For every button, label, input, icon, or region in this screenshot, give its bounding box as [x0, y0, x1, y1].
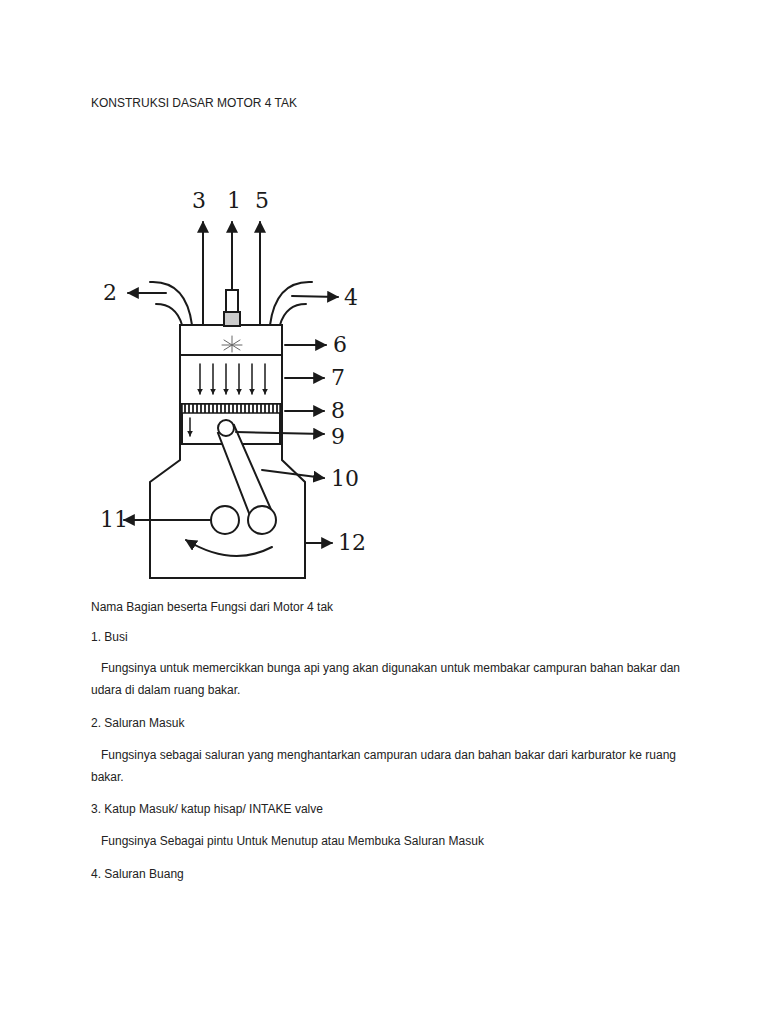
callout-number: 6: [333, 332, 347, 358]
section-heading: 1. Busi: [91, 629, 128, 645]
crankshaft: [211, 506, 239, 534]
exhaust-valve: [259, 222, 261, 325]
section-heading: 3. Katup Masuk/ katup hisap/ INTAKE valv…: [91, 801, 323, 817]
crank-pin: [248, 506, 276, 534]
rotation-arrow: [186, 540, 272, 556]
callout-number: 1: [227, 188, 241, 214]
callout-number: 12: [338, 530, 366, 556]
intake-valve: [202, 222, 204, 325]
callout-number: 4: [344, 285, 358, 311]
piston-rings: [182, 404, 280, 413]
callout-number: 8: [331, 398, 345, 424]
cylinder-wall: [179, 355, 181, 445]
intake-port: [150, 282, 192, 325]
exhaust-port: [270, 282, 312, 325]
crankcase: [150, 445, 305, 578]
section-heading: Nama Bagian beserta Fungsi dari Motor 4 …: [91, 599, 333, 615]
callout-number: 3: [192, 188, 206, 214]
section-heading: 4. Saluran Buang: [91, 866, 184, 882]
description-text: Fungsinya Sebagai pintu Untuk Menutup at…: [91, 830, 683, 852]
callout-number: 5: [255, 188, 269, 214]
piston-pin: [218, 420, 234, 436]
callout-number: 11: [100, 507, 128, 533]
leader-lines: [124, 293, 338, 543]
cylinder-head: [180, 325, 282, 355]
spark-plug: [226, 290, 238, 312]
page-title: KONSTRUKSI DASAR MOTOR 4 TAK: [91, 95, 297, 111]
callout-number: 9: [331, 424, 345, 450]
callout-number: 2: [103, 280, 117, 306]
callout-number: 7: [331, 365, 345, 391]
callout-number: 10: [331, 466, 359, 492]
description-text: Fungsinya untuk memercikkan bunga api ya…: [91, 657, 683, 701]
description-text: Fungsinya sebagai saluran yang menghanta…: [91, 744, 683, 788]
section-heading: 2. Saluran Masuk: [91, 715, 184, 731]
